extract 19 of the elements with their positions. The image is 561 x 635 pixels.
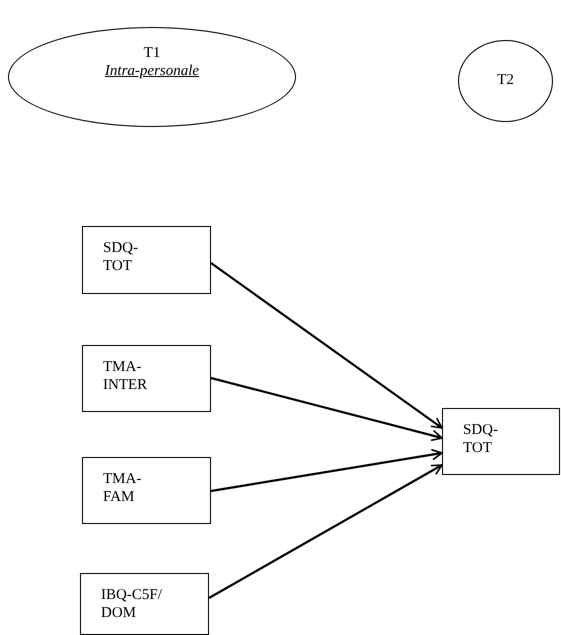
variable-box bbox=[442, 408, 560, 475]
ellipse-node bbox=[458, 40, 553, 122]
node-label: SDQ-TOT bbox=[103, 239, 140, 275]
node-label: SDQ-TOT bbox=[463, 421, 500, 457]
node-label: IBQ-C5F/DOM bbox=[101, 586, 163, 622]
node-label: T2 bbox=[497, 71, 514, 89]
variable-box bbox=[82, 457, 211, 524]
arrow bbox=[210, 448, 443, 492]
variable-box bbox=[80, 573, 209, 635]
arrow bbox=[210, 262, 443, 429]
node-label: TMA-INTER bbox=[103, 358, 148, 394]
variable-box bbox=[82, 345, 211, 412]
subtitle-label: Intra-personale bbox=[104, 62, 200, 80]
variable-box bbox=[82, 226, 211, 294]
node-label: TMA-FAM bbox=[103, 470, 142, 506]
arrow bbox=[208, 464, 443, 599]
arrow bbox=[210, 376, 443, 442]
node-label: T1 bbox=[144, 44, 160, 62]
ellipse-node bbox=[8, 27, 296, 127]
